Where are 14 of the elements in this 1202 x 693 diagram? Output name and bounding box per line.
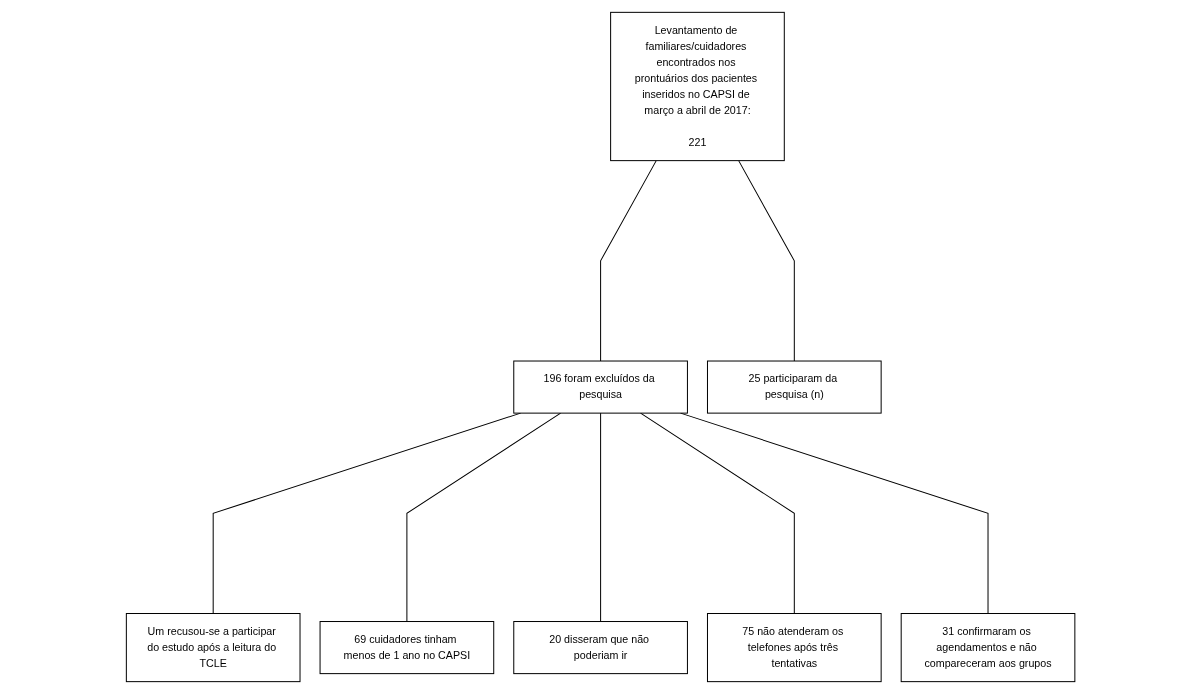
node-box: 69 cuidadores tinham menos de 1 ano no CAPSI bbox=[319, 620, 495, 674]
connector bbox=[600, 412, 602, 622]
connector bbox=[738, 159, 796, 361]
node-box: 196 foram excluídos da pesquisa bbox=[513, 360, 689, 414]
node-box: Um recusou-se a participar do estudo após a leitura do TCLE bbox=[126, 612, 301, 682]
connector bbox=[406, 412, 562, 622]
node-box: 25 participaram da pesquisa (n) bbox=[707, 360, 883, 414]
node-box: 31 confirmaram os agendamentos e não compareceram aos grupos bbox=[901, 612, 1076, 682]
connector bbox=[640, 412, 796, 614]
node-box: 75 não atenderam os telefones após três tentativas bbox=[707, 612, 883, 682]
node-box: Levantamento de familiares/cuidadores encontrados nos prontuários dos pacientes inseridos no CAPSI de março a abril de 2017: 221 bbox=[610, 11, 786, 161]
connector bbox=[600, 159, 658, 361]
connector bbox=[680, 412, 989, 614]
node-box: 20 disseram que não poderiam ir bbox=[513, 620, 689, 674]
